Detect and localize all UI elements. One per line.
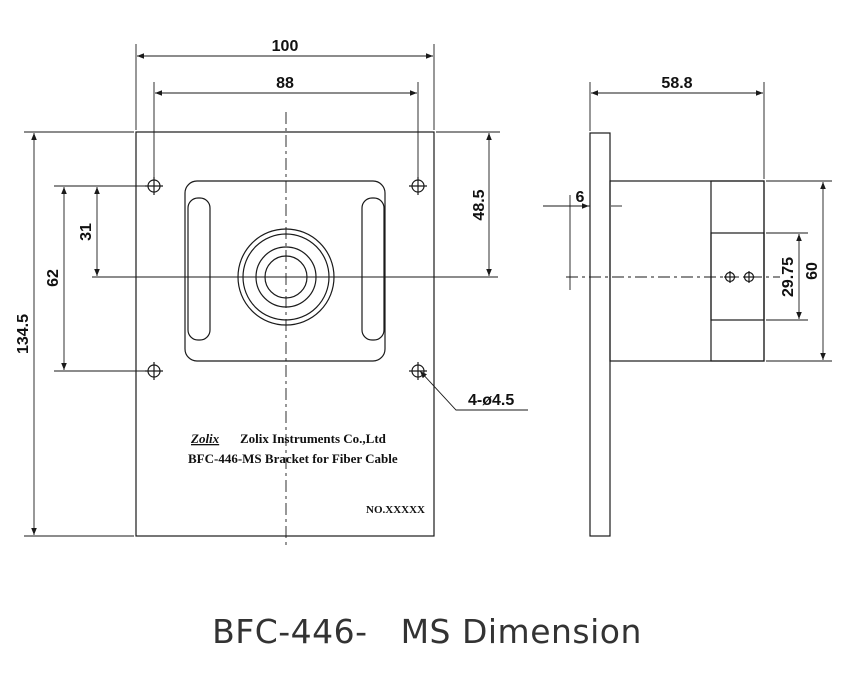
label-top-to-center: 48.5: [471, 189, 488, 220]
mounting-hole-top-right: [409, 177, 427, 195]
fiber-port-middle-ring: [255, 246, 317, 308]
fiber-port-inner-ring: [264, 255, 308, 299]
caption-part-title: MS Dimension: [400, 612, 642, 651]
hole-callout-leader: [419, 370, 528, 411]
fiber-port-outer-ring: [237, 228, 335, 326]
caption-part-model: BFC-446-: [212, 612, 368, 651]
side-body-outline: [609, 180, 765, 362]
label-width-overall: 100: [272, 38, 299, 55]
figure-caption: BFC-446- MS Dimension: [0, 612, 854, 651]
plate-product-name: BFC-446-MS Bracket for Fiber Cable: [188, 451, 398, 466]
plate-serial-number: NO.XXXXX: [366, 504, 425, 516]
technical-drawing: 100 88 134.5 62 31 48.5 4-ø4.5 Zolix Zol…: [15, 38, 832, 548]
side-view: [543, 82, 832, 537]
label-hole-to-center: 31: [78, 223, 95, 241]
front-plate-outline: [135, 131, 435, 537]
mounting-hole-bottom-left: [145, 362, 163, 380]
left-slot: [187, 197, 211, 341]
label-block-height: 60: [804, 262, 821, 280]
label-hole-callout: 4-ø4.5: [468, 392, 514, 409]
label-hole-spacing: 62: [45, 269, 62, 287]
plate-company-name: Zolix Instruments Co.,Ltd: [240, 431, 387, 446]
front-view: [24, 44, 528, 548]
side-plate-outline: [589, 132, 611, 537]
mount-block-outline: [184, 180, 386, 362]
mounting-hole-bottom-right: [409, 362, 427, 380]
right-slot: [361, 197, 385, 341]
label-plate-thickness: 6: [576, 189, 585, 206]
plate-logo: Zolix: [190, 431, 220, 446]
label-height-overall: 134.5: [15, 314, 32, 354]
side-adapter-outline: [710, 232, 765, 321]
side-block-outline: [710, 180, 765, 362]
label-depth: 58.8: [661, 75, 692, 92]
side-screw-right: [743, 271, 755, 283]
mounting-hole-top-left: [145, 177, 163, 195]
label-width-holes: 88: [276, 75, 294, 92]
label-center-height: 29.75: [780, 257, 797, 297]
side-screw-left: [724, 271, 736, 283]
